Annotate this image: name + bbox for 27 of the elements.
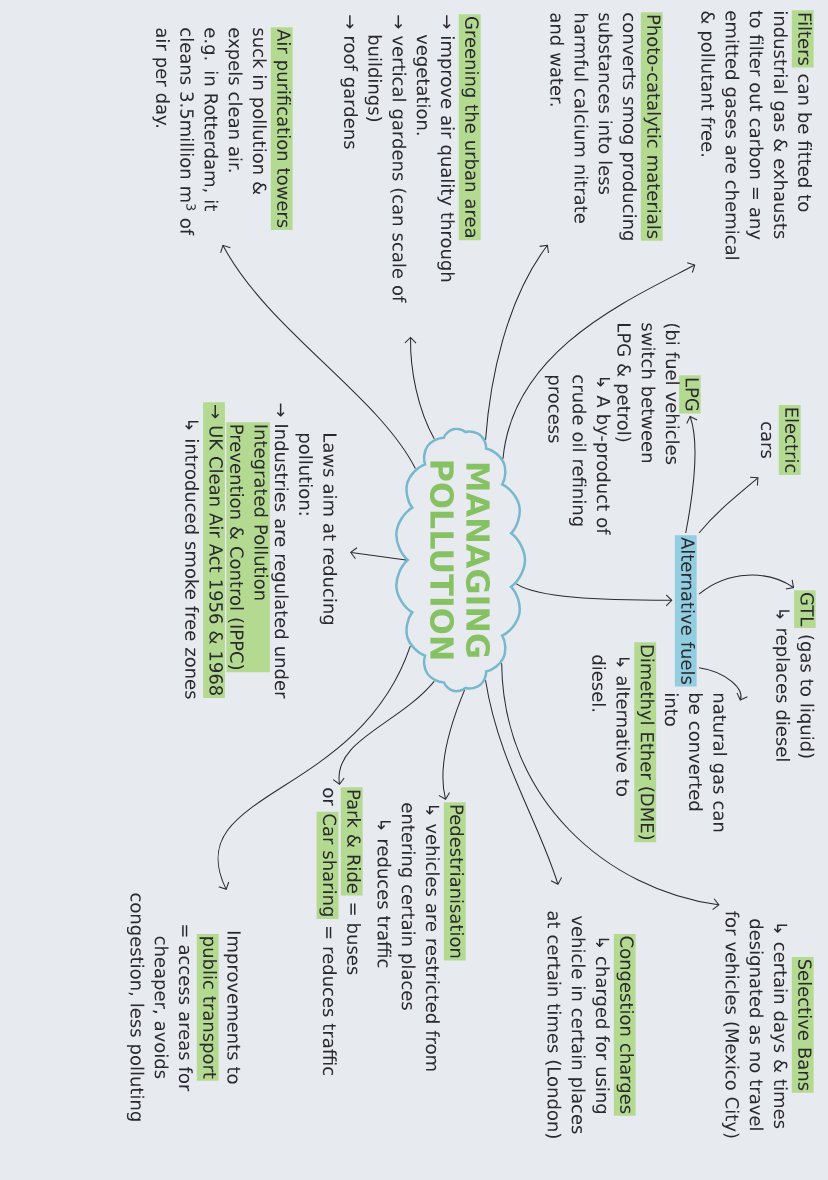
note-text: Laws aim at reducing pollution: → Industries are regulated under Integrated Pollution Prevention & Control (IPPC) → UK Clean Air Act 1956 & 1968 ↳ introduced smoke free zones	[185, 402, 338, 699]
note-text: Greening the urban area → improve air quality through vegetation. → vertical gardens (can scale of buildings) → roof gardens	[340, 14, 481, 303]
arrow	[485, 679, 563, 885]
note-text: (bi fuel vehicles switch between LPG & petrol)	[613, 323, 680, 465]
note-text: ↳ A by-product of crude oil refining process	[544, 375, 611, 535]
arrow	[438, 689, 466, 800]
arrow	[220, 244, 416, 469]
highlighted-label: LPG	[679, 375, 701, 414]
note-text: Air purification towers suck in pollution & expels clean air. e.g. in Rotterdam, it cleans 3.5million m$^{3}$ of air per day.	[152, 27, 293, 236]
note-text: Improvements to public transport = access areas for cheaper, avoids congestion, less polluting	[126, 893, 241, 1121]
arrow	[502, 262, 696, 460]
note-text: Photo-catalytic materials converts smog producing substances into less harmful calcium nitrate and water.	[550, 12, 663, 241]
arrow	[515, 583, 673, 607]
arrow	[501, 662, 720, 911]
note-text: Selective Bans ↳ certain days & times designated as no travel for vehicles (Mexico City)	[721, 911, 814, 1138]
highlighted-label: Electric cars	[760, 405, 801, 475]
arrow	[404, 336, 435, 440]
arrow	[685, 415, 698, 534]
arrow	[332, 680, 435, 785]
arrow	[485, 244, 549, 441]
note-text: Congestion charges ↳ charged for using vehicle in certain places at certain times (London)	[545, 911, 636, 1138]
note-text: Pedestrianisation ↳ vehicles are restricted from entering certain places ↳ reduces traffic	[377, 802, 466, 1071]
arrow	[698, 574, 795, 595]
arrow	[698, 667, 748, 701]
highlighted-label: Alternative fuels	[674, 535, 697, 687]
arrow	[698, 476, 759, 534]
arrow	[218, 645, 411, 890]
